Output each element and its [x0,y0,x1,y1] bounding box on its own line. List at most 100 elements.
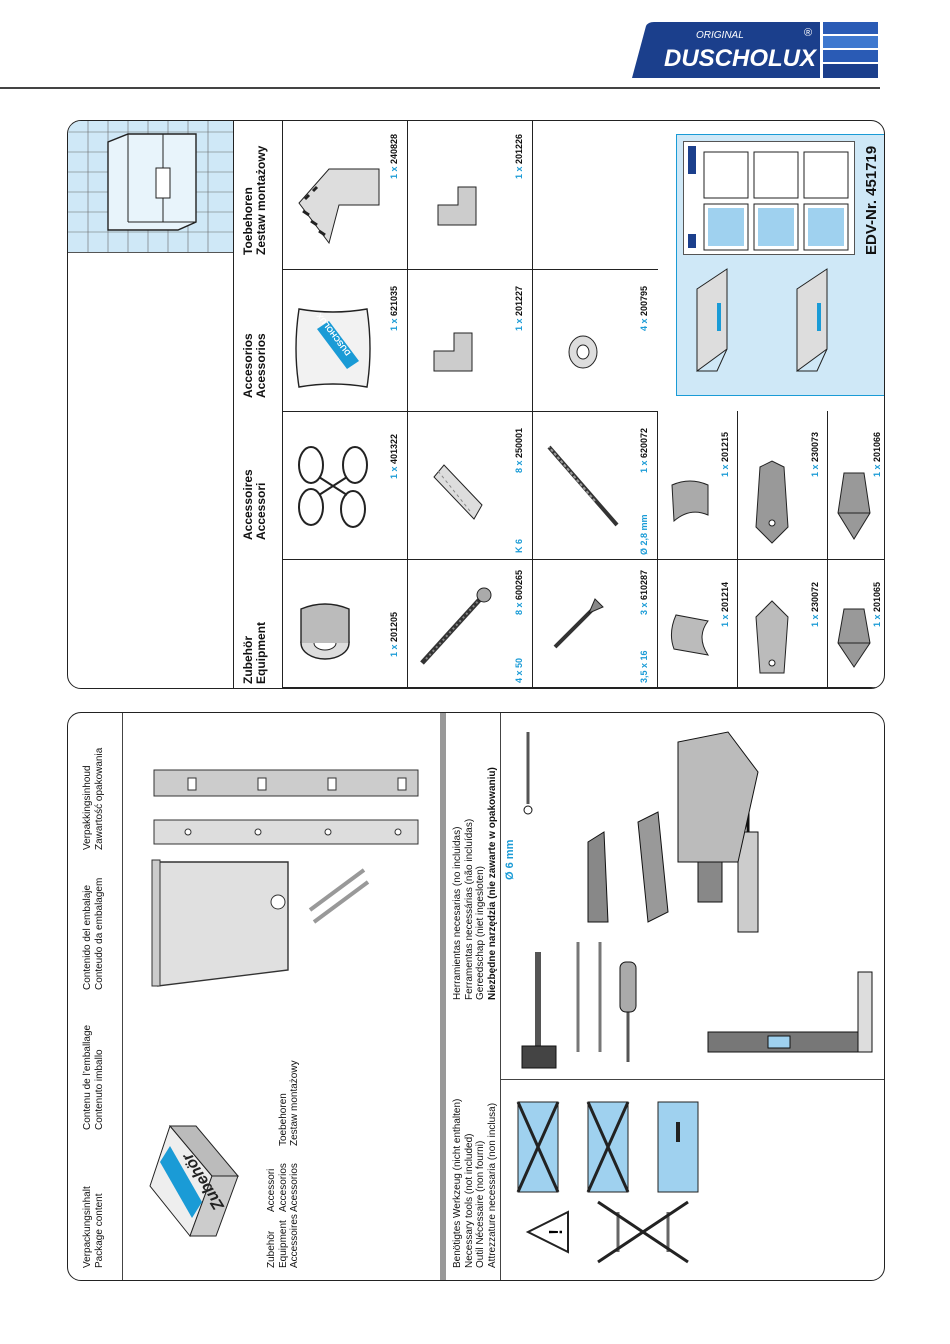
drill-size-label: Ø 6 mm [504,839,516,880]
end-cap-icon [670,614,710,656]
part-code: 201066 [872,431,882,462]
part-number: Ø 2,8 mm [639,514,649,555]
part-cell: 1 x 201227 [407,269,533,412]
package-header-1-line-1: Verpackungsinhalt [82,1186,93,1268]
part-number: 1 x 201214 [720,582,730,627]
part-code: 201215 [720,431,730,462]
duscholux-logo: ORIGINAL DUSCHOLUX ® [632,22,878,78]
part-cell: 1 x 201215 [657,411,738,560]
tools-left-list: Benötigtes Werkzeug (nicht enthalten) Ne… [452,1099,498,1268]
part-number: 1 x 201227 [514,286,524,331]
part-qty: 1 x [389,318,399,331]
part-qty: 1 x [810,464,820,477]
logo-original-text: ORIGINAL [696,30,744,41]
part-code: 621035 [389,285,399,316]
corner-piece-icon [437,186,477,226]
part-size: K 6 [514,538,524,553]
part-code: 250001 [514,427,524,458]
package-header-4: Verpakkingsinhoud Zawartość opakowania [82,748,105,850]
part-code: 620072 [639,427,649,458]
part-code: 240828 [389,133,399,164]
part-number: 3,5 x 16 [639,650,649,683]
accessories-header-3: Accesorios Acessorios [241,263,268,398]
tape-measure-icon [857,971,873,1053]
part-qty: 1 x [872,464,882,477]
package-header-3-line-2: Conteudo da embalagem [93,877,105,990]
header-1-line-2: Equipment [254,622,268,684]
package-content-panel: Verpackungsinhalt Package content Conten… [67,712,885,1281]
nail-icon [576,942,602,1052]
spirit-level-icon [707,1031,859,1053]
instruction-steps-icon [688,146,849,251]
comb-holder-icon [298,168,380,245]
part-qty: 1 x [389,466,399,479]
tools-illustration [521,731,873,1069]
package-header: Verpackungsinhalt Package content Conten… [68,713,123,1280]
tools-right-line: Ferramentas necessárias (não incluídas) [463,818,475,1000]
part-qty: 1 x [389,644,399,657]
part-code: 201065 [872,581,882,612]
logo-brand-text: DUSCHOLUX [664,45,818,72]
part-qty: 8 x [514,602,524,615]
tools-right-line: Gereedschap (niet ingesloten) [475,866,486,1000]
box-words-row: ZubehörAccessori [266,1060,278,1268]
seal-strips-icon [308,868,370,924]
part-cell: 4 x 200795 [532,269,658,412]
tools-right-line: Herramientas necesarias (no incluidas) [452,826,463,1000]
header-3-line-2: Acessorios [254,333,268,398]
warning-diagrams-icon: ! [516,1101,699,1264]
warning-mark: ! [546,1229,566,1235]
part-number: 1 x 401322 [389,434,399,479]
part-cell: DUSCHOLUX 1 x 621035 [282,269,408,412]
screw-icon [420,587,492,665]
package-header-4-line-1: Verpakkingsinhoud [82,765,93,850]
bracket-icon [755,600,789,674]
end-cap-icon [671,480,709,523]
part-size: 3,5 x 16 [639,650,649,683]
part-cell: 1 x 230073 [737,411,828,560]
part-code: 610287 [639,569,649,600]
clip-icon [837,472,871,540]
part-number: 1 x 240828 [389,134,399,179]
cleaning-cloth-icon: DUSCHOLUX [295,308,371,388]
part-cell [532,121,658,270]
part-number: 8 x 600265 [514,570,524,615]
part-qty: 1 x [514,318,524,331]
part-cell: 1 x 201205 [282,559,408,688]
part-qty: 4 x [639,318,649,331]
part-number: 1 x 201226 [514,134,524,179]
tools-text-divider [500,713,501,1280]
box-word: Acessorios [289,1163,300,1212]
package-header-4-line-2: Zawartość opakowania [93,747,105,850]
package-header-2-line-2: Contenuto imballo [93,1049,105,1130]
instruction-card: EDV-Nr. 451719 [676,134,884,396]
header-divider [0,87,880,89]
shower-cabin-illustration [68,121,233,253]
box-word: Accessoires [289,1214,300,1268]
part-qty: 1 x [514,166,524,179]
part-cell: 1 x 201214 [657,559,738,688]
accessories-header-2: Accessoires Accessori [241,405,268,540]
tools-left-line: Outil Nécessaire (non fourni) [475,1140,486,1268]
part-cell: 4 x 50 8 x 600265 [407,559,533,688]
package-header-1: Verpackungsinhalt Package content [82,1186,105,1268]
box-word: Equipment [277,1220,289,1268]
part-code: 230072 [810,581,820,612]
box-word: Toebehoren [277,1093,289,1146]
rings-icon [298,446,368,528]
part-cell: 1 x 240828 [282,121,408,270]
warning-divider [500,1079,884,1080]
part-code: 401322 [389,433,399,464]
countersunk-screw-icon [553,598,604,649]
glass-panels-icon [696,268,828,372]
part-number: 1 x 621035 [389,286,399,331]
part-number: 4 x 50 [514,658,524,683]
accessories-header-4: Toebehoren Zestaw montażowy [241,121,268,255]
part-qty: 1 x [639,460,649,473]
part-number: 1 x 620072 [639,428,649,473]
shower-enclosure-icon [68,121,233,252]
part-qty: 1 x [872,614,882,627]
part-qty: 3 x [639,602,649,615]
part-cell: Ø 2,8 mm 1 x 620072 [532,411,658,560]
part-code: 230073 [810,431,820,462]
